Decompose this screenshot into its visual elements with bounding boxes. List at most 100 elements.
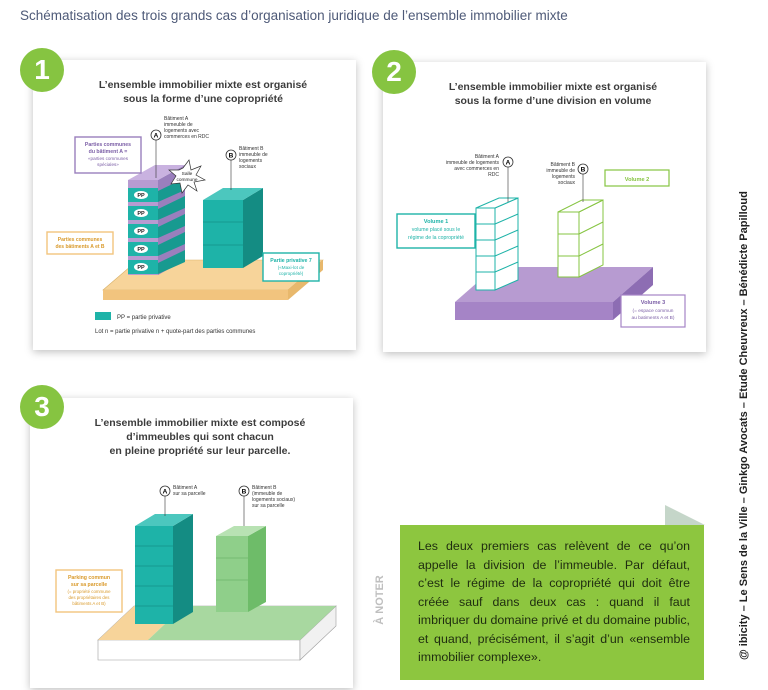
case-3-title-line: en pleine propriété sur leur parcelle. (109, 445, 291, 457)
callout-volume-2: Volume 2 (604, 169, 670, 187)
label-line: Bâtiment B (551, 162, 576, 168)
label-line: bâtiments A et B) (72, 601, 106, 606)
building-a-label: Bâtiment A sur sa parcelle (173, 485, 206, 497)
label-line: sur sa parcelle (173, 491, 206, 497)
case-1-diagram: PP PP PP PP PP Salle commune A Bâtiment … (46, 116, 324, 335)
label-line: sur sa parcelle (252, 503, 285, 509)
note-fold (665, 505, 705, 525)
label-line: commerces en RDC (164, 134, 209, 140)
label-line: sociaux (239, 164, 256, 170)
salle-label: commune (176, 178, 197, 183)
case-3-title: L’ensemble immobilier mixte est composé … (60, 416, 340, 458)
case-2-title-line: sous la forme d’une division en volume (454, 95, 652, 107)
callout-private-7: Partie privative 7 («Maxi-lot de copropr… (262, 252, 320, 282)
label-line: logements sociaux) (252, 497, 295, 503)
label-line: régime de la copropriété (408, 235, 464, 241)
note-box: Les deux premiers cas relèvent de ce qu’… (400, 525, 704, 680)
salle-commune-badge: Salle commune (168, 159, 207, 194)
pp-tag: PP (137, 229, 145, 235)
label-line: volume placé sous le (412, 227, 461, 233)
building-b-label: Bâtiment B immeuble de logements sociaux (546, 162, 575, 186)
label-line: Volume 2 (625, 177, 649, 183)
callout-parking: Parking commun sur sa parcelle (= propri… (55, 569, 123, 613)
building-b-label: Bâtiment B (immeuble de logements sociau… (252, 485, 295, 509)
case-3-title-line: d’immeubles qui sont chacun (126, 431, 274, 443)
case-1-card: L’ensemble immobilier mixte est organisé… (33, 60, 356, 350)
label-line: Volume 3 (641, 300, 665, 306)
label-line: copropriété) (279, 271, 304, 276)
case-3-title-line: L’ensemble immobilier mixte est composé (94, 417, 306, 429)
callout-common-ab: Parties communes des bâtiments A et B (46, 231, 114, 255)
label-line: immeuble de (239, 152, 268, 158)
label-line: immeuble de (546, 168, 575, 174)
building-a-label: Bâtiment A immeuble de logements avec co… (164, 116, 209, 140)
case-2-card: L’ensemble immobilier mixte est organisé… (383, 62, 706, 352)
marker-b: B (225, 149, 237, 190)
note-text: Les deux premiers cas relèvent de ce qu’… (418, 539, 690, 664)
label-line: Parking commun (68, 575, 110, 581)
case-2-title-line: L’ensemble immobilier mixte est organisé (448, 81, 658, 93)
label-line: spéciales» (97, 162, 119, 167)
marker-a-letter: A (163, 489, 168, 496)
callout-volume-3: Volume 3 (= espace commun au batiments A… (620, 294, 686, 328)
label-line: Parties communes (58, 237, 103, 243)
label-line: des bâtiments A et B (55, 244, 104, 250)
building-a (475, 197, 519, 291)
case-3-number-badge: 3 (20, 385, 64, 429)
label-line: du bâtiment A = (89, 149, 128, 155)
label-line: Bâtiment A (475, 154, 500, 160)
salle-label: Salle (182, 171, 193, 177)
note-tag-text: À NOTER (373, 575, 386, 625)
building-a (135, 514, 193, 624)
legend: PP = partie privative Lot n = partie pri… (95, 312, 255, 335)
marker-b: B (238, 485, 250, 526)
marker-b: B (577, 163, 589, 202)
building-b (557, 199, 604, 278)
building-b-label: Bâtiment B immeuble de logements sociaux (239, 146, 268, 170)
label-line: Partie privative 7 (270, 258, 312, 264)
label-line: Parties communes (85, 142, 131, 148)
label-line: (immeuble de (252, 491, 283, 497)
building-b (203, 188, 263, 268)
pp-tag: PP (137, 265, 145, 271)
pp-tag: PP (137, 247, 145, 253)
marker-b-letter: B (581, 167, 586, 174)
lot-formula: Lot n = partie privative n + quote-part … (95, 329, 255, 335)
marker-a: A (159, 485, 171, 516)
case-2-diagram: A Bâtiment A immeuble de logements avec … (396, 154, 686, 328)
case-1-title: L’ensemble immobilier mixte est organisé… (63, 78, 343, 106)
pp-tag: PP (137, 211, 145, 217)
label-line: logements (552, 174, 576, 180)
legend-text: PP = partie privative (117, 315, 171, 321)
label-line: (= espace commun (633, 308, 674, 314)
label-line: Bâtiment B (252, 485, 277, 491)
building-a-label: Bâtiment A immeuble de logements avec co… (446, 154, 500, 178)
label-line: logements avec (164, 128, 200, 134)
ground-slab (97, 605, 337, 661)
building-b (216, 526, 266, 612)
label-line: Volume 1 (424, 219, 448, 225)
label-line: avec commerces en (454, 166, 499, 172)
case-3-card: L’ensemble immobilier mixte est composé … (30, 398, 353, 688)
case-3-diagram: A Bâtiment A sur sa parcelle B Bâtiment … (55, 485, 337, 661)
label-line: immeuble de logements (446, 160, 500, 166)
pp-tag: PP (137, 193, 145, 199)
callout-volume-1: Volume 1 volume placé sous le régime de … (396, 213, 476, 249)
label-line: («Maxi-lot de (278, 265, 305, 270)
marker-a-letter: A (506, 160, 511, 167)
marker-a: A (150, 129, 162, 178)
marker-b-letter: B (229, 153, 234, 160)
marker-b-letter: B (242, 489, 247, 496)
label-line: au batiments A et B) (632, 315, 675, 321)
label-line: Bâtiment A (173, 485, 198, 491)
label-line: RDC (488, 172, 499, 178)
label-line: Bâtiment B (239, 146, 264, 152)
label-line: (= propriété commune (67, 589, 111, 594)
case-1-title-line: sous la forme d’une copropriété (123, 93, 283, 105)
marker-a-letter: A (154, 133, 159, 140)
case-1-number-badge: 1 (20, 48, 64, 92)
callout-common-a: Parties communes du bâtiment A = «partie… (74, 136, 142, 174)
label-line: immeuble de (164, 122, 193, 128)
note-tag: À NOTER (373, 575, 386, 625)
label-line: des propriétaires des (68, 595, 110, 600)
